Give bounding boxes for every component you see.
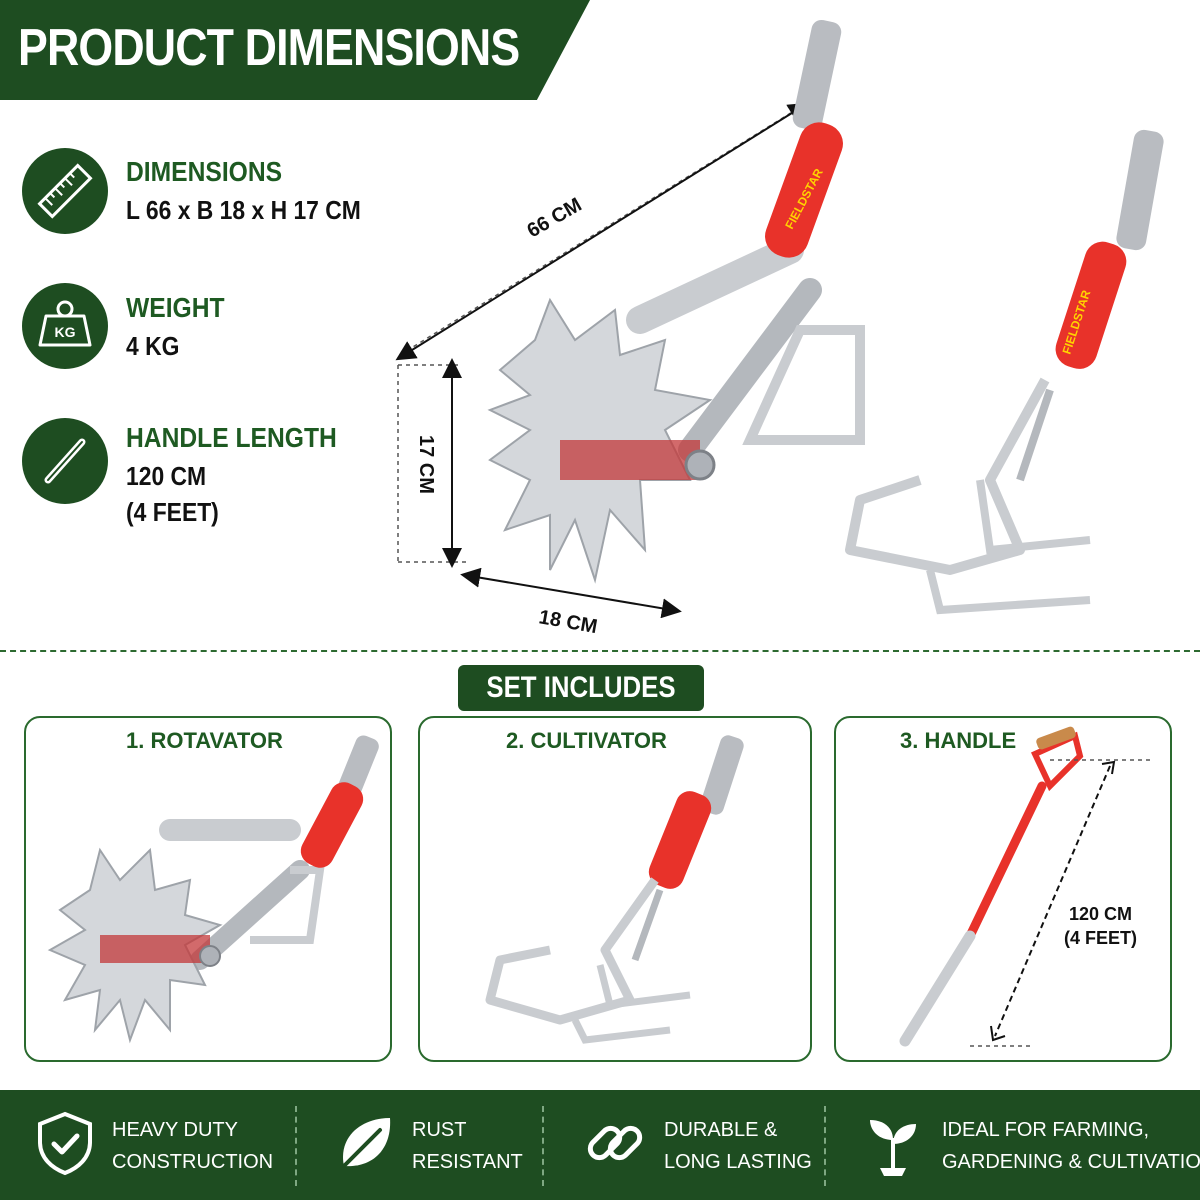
spec-label-weight: WEIGHT: [126, 292, 225, 323]
feature-line: GARDENING & CULTIVATION: [942, 1151, 1200, 1173]
feature-heavy-duty: HEAVY DUTY CONSTRUCTION: [112, 1114, 273, 1178]
feature-line: IDEAL FOR FARMING,: [942, 1119, 1150, 1141]
card-title-rotavator: 1. ROTAVATOR: [126, 728, 283, 753]
breadth-label: 18 CM: [537, 606, 599, 638]
handle-measure-feet: (4 FEET): [1064, 928, 1138, 948]
spec-value-handle-length-feet: (4 FEET): [126, 497, 219, 527]
handle-measure-cm: 120 CM: [1068, 904, 1133, 924]
weight-kg-icon: KG: [22, 283, 108, 369]
header-banner: [0, 0, 590, 100]
card-handle: [834, 716, 1172, 1062]
spec-label-dimensions: DIMENSIONS: [126, 156, 283, 187]
page-title: PRODUCT DIMENSIONS: [18, 19, 520, 77]
card-rotavator: [24, 716, 392, 1062]
weight-icon-text: KG: [55, 324, 76, 340]
footer-divider: [542, 1106, 544, 1186]
breadth-dimension-line: [460, 567, 682, 619]
handle-thumbnail: [899, 726, 1150, 1047]
plant-sprout-icon: [858, 1108, 928, 1183]
ruler-icon: [22, 148, 108, 234]
cultivator-thumbnail: [485, 735, 744, 1044]
footer-divider: [295, 1106, 297, 1186]
footer-divider: [824, 1106, 826, 1186]
set-includes-title: SET INCLUDES: [486, 671, 676, 704]
feature-line: CONSTRUCTION: [112, 1151, 274, 1173]
feature-ideal-for: IDEAL FOR FARMING, GARDENING & CULTIVATI…: [942, 1114, 1200, 1178]
product-illustration: FIELDSTAR FIELDSTAR 66 CM 17 CM 18 CM: [395, 19, 1164, 638]
handle-measure: 120 CM (4 FEET): [1064, 902, 1137, 950]
rotavator-illustration: FIELDSTAR: [487, 19, 865, 584]
section-divider: [0, 650, 1200, 652]
feature-durable: DURABLE & LONG LASTING: [664, 1114, 812, 1178]
set-includes-badge: [458, 665, 704, 711]
card-title-handle: 3. HANDLE: [900, 728, 1017, 753]
rotavator-thumbnail: [47, 735, 379, 1044]
features-footer: [0, 1090, 1200, 1200]
card-title-cultivator: 2. CULTIVATOR: [506, 728, 667, 753]
cultivator-illustration: FIELDSTAR: [845, 129, 1164, 615]
chain-link-icon: [580, 1108, 650, 1183]
height-label: 17 CM: [415, 435, 437, 494]
spec-value-dimensions: L 66 x B 18 x H 17 CM: [126, 195, 361, 225]
length-dimension-line: [395, 102, 809, 361]
feature-rust-resistant: RUST RESISTANT: [412, 1114, 523, 1178]
leaf-icon: [330, 1108, 400, 1183]
spec-value-weight: 4 KG: [126, 331, 180, 361]
feature-line: DURABLE &: [664, 1119, 778, 1141]
feature-line: RUST: [412, 1119, 467, 1141]
length-label: 66 CM: [524, 194, 586, 243]
feature-line: LONG LASTING: [664, 1151, 812, 1173]
spec-label-handle-length: HANDLE LENGTH: [126, 422, 337, 453]
feature-line: RESISTANT: [412, 1151, 523, 1173]
shield-check-icon: [30, 1108, 100, 1183]
spec-value-handle-length: 120 CM: [126, 461, 207, 491]
feature-line: HEAVY DUTY: [112, 1119, 238, 1141]
handle-rod-icon: [22, 418, 108, 504]
